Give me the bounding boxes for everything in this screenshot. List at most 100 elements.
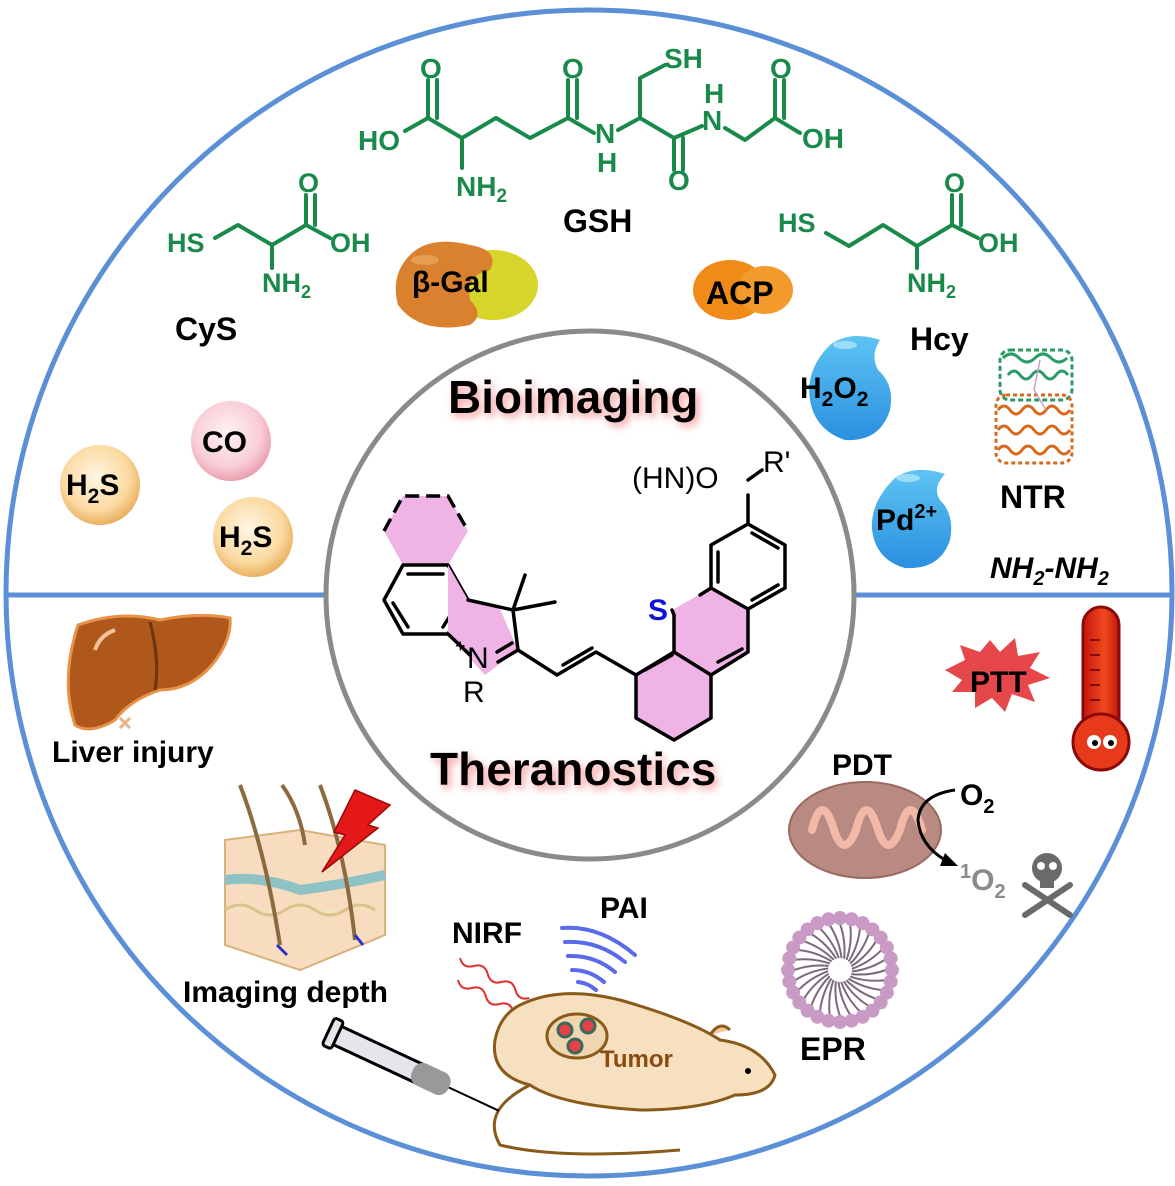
micelle-icon — [781, 911, 899, 1029]
pai-sound-waves-icon — [560, 925, 637, 992]
lipid-tail — [819, 977, 833, 1012]
cys-label: CyS — [175, 311, 237, 347]
probe-nitrogen: N — [467, 642, 489, 675]
pd2-drop-icon — [871, 469, 952, 569]
lipid-tail — [837, 981, 852, 1016]
ntr-protein-icon — [994, 348, 1074, 465]
hcy-nh2: NH2 — [907, 268, 956, 302]
pdt-label: PDT — [832, 749, 892, 782]
pdt-arrowhead-icon — [940, 853, 958, 866]
lipid-tail — [797, 970, 829, 991]
lipid-tail — [840, 981, 861, 1013]
bioimaging-title: Bioimaging — [448, 371, 698, 423]
lipid-tail — [810, 975, 831, 1007]
gsh-h1: H — [597, 147, 617, 178]
probe-r-group: R — [463, 676, 485, 709]
lipid-head — [844, 1013, 859, 1028]
co-sphere-icon — [191, 401, 271, 481]
outer-ring — [3, 7, 1175, 1179]
tumor-label: Tumor — [600, 1046, 673, 1073]
lipid-head — [781, 963, 795, 977]
probe-sulfur: S — [648, 594, 668, 627]
lipid-tail — [834, 981, 841, 1017]
lipid-tail — [847, 928, 861, 963]
probe-structure — [382, 468, 787, 742]
cys-hs: HS — [167, 228, 205, 258]
lipid-head — [821, 912, 836, 927]
lipid-tail — [850, 940, 877, 968]
gsh-sh: SH — [664, 43, 703, 74]
probe-charge: + — [455, 636, 466, 656]
imaging-depth-label: Imaging depth — [183, 976, 388, 1009]
h2o2-label: H2O2 — [800, 372, 868, 411]
lipid-head — [782, 974, 797, 989]
gsh-h2: H — [704, 78, 724, 109]
lipid-tail — [810, 933, 838, 960]
beta-gal-label: β-Gal — [412, 266, 489, 299]
acp-enzyme-icon — [693, 260, 793, 320]
lipid-tail — [839, 923, 846, 959]
pdt-arrow-icon — [916, 788, 956, 862]
singlet-oxygen: 1O2 — [960, 861, 1006, 903]
lipid-tail — [793, 964, 829, 971]
liver-injury-label: Liver injury — [52, 736, 214, 769]
gsh-n1: N — [595, 118, 615, 149]
lipid-head — [833, 911, 847, 925]
ptt-label: PTT — [970, 666, 1027, 699]
mouse-icon — [492, 992, 777, 1156]
mitochondrion-icon — [788, 781, 942, 879]
cys-oh: OH — [330, 228, 371, 258]
epr-label: EPR — [800, 1031, 866, 1067]
syringe-icon — [321, 1017, 500, 1112]
liver-icon — [66, 613, 232, 731]
lipid-head — [833, 1015, 847, 1029]
acp-label: ACP — [706, 275, 774, 311]
gsh-o3: O — [668, 165, 690, 196]
lipid-tail — [819, 927, 840, 959]
lipid-tail — [847, 977, 882, 991]
hcy-o: O — [944, 168, 965, 198]
lipid-tail — [828, 924, 843, 959]
lipid-tail — [845, 979, 877, 1000]
gsh-ho: HO — [358, 125, 400, 156]
gsh-oh: OH — [802, 123, 844, 154]
hydrazine-label: NH2-NH2 — [990, 552, 1109, 590]
pdt-o2: O2 — [960, 779, 994, 818]
lipid-tail — [849, 933, 870, 965]
lipid-head — [810, 916, 825, 931]
gsh-n2: N — [702, 105, 722, 136]
lipid-tail — [828, 979, 835, 1015]
cys-o: O — [298, 168, 319, 198]
pai-label: PAI — [600, 892, 648, 925]
lipid-head — [879, 940, 894, 955]
hcy-structure: HS O OH NH2 — [778, 168, 1019, 302]
gsh-o4: O — [770, 53, 792, 84]
cys-nh2: NH2 — [262, 268, 311, 302]
gsh-nh2: NH2 — [456, 171, 507, 207]
gsh-label: GSH — [563, 203, 632, 239]
h2o2-drop-icon — [809, 336, 892, 441]
lipid-tail — [803, 972, 830, 1000]
lipid-head — [855, 1009, 870, 1024]
lipid-head — [885, 963, 899, 977]
lipid-tail — [795, 958, 831, 965]
probe-r-prime: R' — [763, 446, 790, 479]
lipid-tail — [845, 925, 852, 961]
lipid-tail — [851, 949, 883, 970]
lipid-head — [786, 985, 801, 1000]
lipid-tail — [849, 975, 885, 982]
lipid-tail — [842, 980, 870, 1007]
ntr-label: NTR — [1000, 479, 1066, 515]
hcy-label: Hcy — [910, 321, 969, 357]
gsh-o1: O — [420, 53, 442, 84]
lipid-tail — [851, 969, 887, 976]
nirf-label: NIRF — [452, 917, 522, 950]
beta-gal-enzyme-icon — [395, 241, 538, 328]
lipid-tail — [851, 958, 886, 973]
h2s-sphere-2-icon — [213, 497, 293, 577]
lipid-head — [883, 974, 898, 989]
probe-substituent: (HN)O — [632, 462, 719, 495]
theranostics-title: Theranostics — [430, 743, 716, 795]
lipid-head — [821, 1013, 836, 1028]
